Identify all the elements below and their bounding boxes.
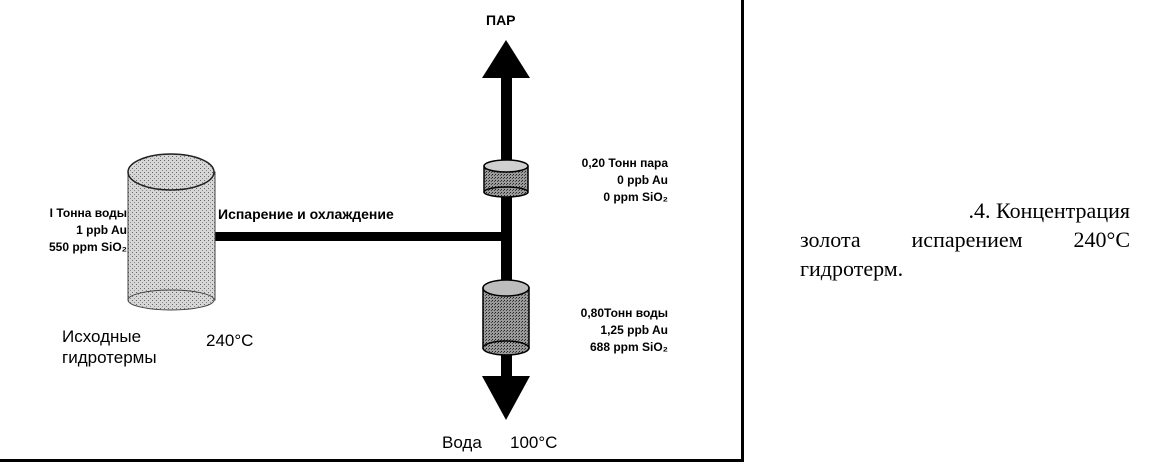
source-silica: 550 ppm SiO₂: [48, 240, 127, 254]
process-label: Испарение и охлаждение: [218, 206, 394, 222]
water-gold: 1,25 ppb Au: [600, 323, 668, 337]
caption-line-1: .4. Концентрация: [968, 198, 1130, 223]
figure-panel: ПАР Испарение и охлаждение I Тонна воды …: [0, 0, 744, 462]
evaporation-line: [210, 232, 506, 241]
steam-arrow-up: [482, 40, 530, 78]
source-temperature: 240°C: [206, 331, 254, 350]
water-stats: 0,80Тонн воды 1,25 ppb Au 688 ppm SiO₂: [540, 305, 668, 356]
steam-mass: 0,20 Тонн пара: [581, 156, 668, 170]
water-mass: 0,80Тонн воды: [580, 306, 668, 320]
source-name-line2: гидротермы: [62, 348, 157, 367]
vertical-flow-line: [501, 70, 512, 385]
steam-stats: 0,20 Тонн пара 0 ppb Au 0 ppm SiO₂: [540, 155, 668, 206]
steam-silica: 0 ppm SiO₂: [603, 190, 668, 204]
process-diagram: [127, 40, 530, 420]
source-name-line1: Исходные: [62, 327, 142, 346]
source-cylinder: [127, 153, 216, 311]
figure-caption: .4. Концентрация золота испарением 240°С…: [800, 196, 1130, 283]
water-arrow-down: [482, 376, 530, 420]
water-cylinder: [482, 279, 530, 356]
steam-cylinder: [483, 159, 529, 198]
water-temperature: 100°C: [510, 433, 558, 452]
source-mass: I Тонна воды: [49, 206, 127, 220]
source-name: Исходные гидротермы: [62, 326, 157, 368]
water-silica: 688 ppm SiO₂: [589, 340, 668, 354]
source-gold: 1 ppb Au: [76, 223, 127, 237]
water-label: Вода: [442, 433, 482, 452]
steam-label: ПАР: [486, 12, 516, 28]
steam-gold: 0 ppb Au: [617, 173, 668, 187]
caption-line-3: гидротерм.: [800, 256, 904, 281]
source-stats: I Тонна воды 1 ppb Au 550 ppm SiO₂: [0, 205, 127, 256]
caption-line-2: золота испарением 240°С: [800, 227, 1130, 252]
